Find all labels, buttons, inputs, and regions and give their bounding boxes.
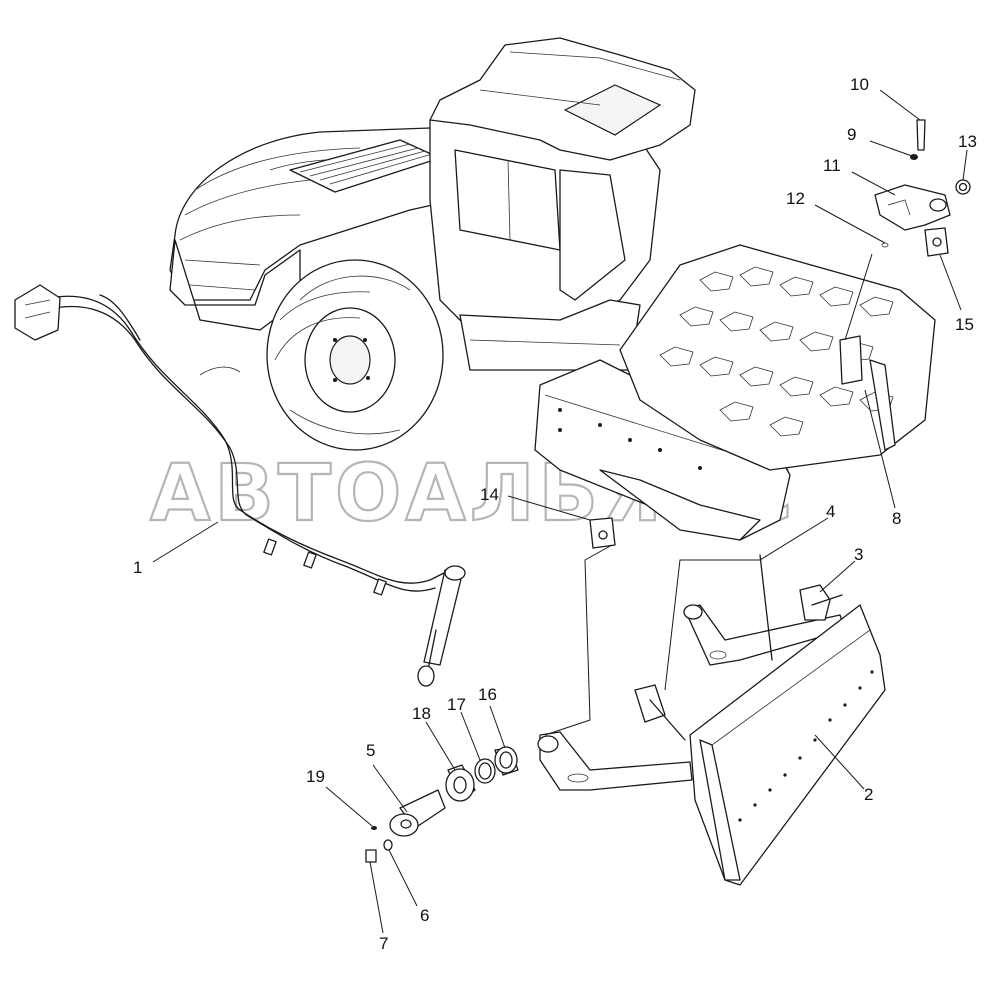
cab-roof [429,37,696,161]
washer-19 [371,826,377,830]
callout-13: 13 [958,132,977,151]
roller-machine [169,37,936,541]
callout-10: 10 [850,75,869,94]
valve-block [14,284,61,341]
callout-19: 19 [306,767,325,786]
mounting-hardware-upper [839,119,971,451]
callout-7: 7 [379,934,388,953]
callout-labels: 1 2 3 4 5 6 7 8 9 10 11 12 13 14 15 16 1… [133,75,977,953]
callout-11: 11 [823,156,841,175]
callout-18: 18 [412,704,431,723]
hydraulic-cylinder [423,569,463,666]
bracket-3 [799,584,831,621]
mount-8 [839,335,863,385]
hose-assembly [14,284,466,687]
bolt-10 [916,119,926,151]
callout-17: 17 [447,695,466,714]
pin-set [365,746,519,863]
push-arm-lower [539,731,693,791]
lift-rod [759,554,773,661]
bracket-11 [874,184,951,231]
callout-9: 9 [847,125,856,144]
dozer-blade [689,604,886,886]
callout-6: 6 [420,906,429,925]
callout-16: 16 [478,685,497,704]
nut-6 [383,839,393,851]
dozer-blade-assembly [537,554,886,886]
callout-3: 3 [854,545,863,564]
bolt-7 [365,849,377,863]
leader-lines [152,89,968,934]
callout-14: 14 [480,485,499,504]
callout-4: 4 [826,502,835,521]
roof-hatch [563,84,662,136]
callout-12: 12 [786,189,805,208]
padfoot-drum [619,244,936,471]
callout-1: 1 [133,558,142,577]
callout-2: 2 [864,785,873,804]
callout-15: 15 [955,315,974,334]
callout-5: 5 [366,741,375,760]
callout-8: 8 [892,509,901,528]
